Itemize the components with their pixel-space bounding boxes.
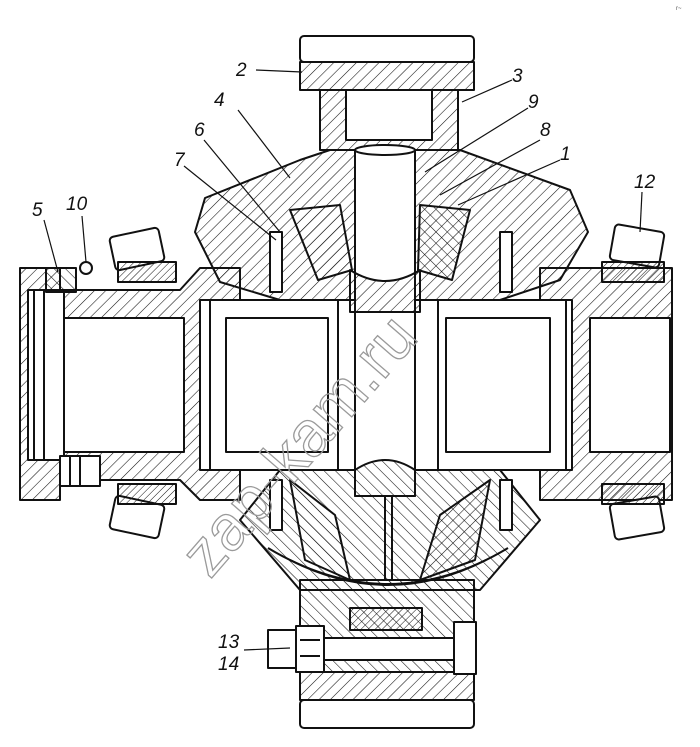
adjusting-nut — [45, 261, 101, 487]
callout-9: 9 — [528, 92, 539, 113]
left-hub — [19, 267, 241, 501]
thrust-washers — [269, 231, 513, 531]
satellite-gears — [289, 204, 491, 581]
callout-7: 7 — [174, 150, 186, 171]
cross-pin — [349, 144, 421, 580]
right-hub — [539, 267, 673, 501]
ring-gear-top — [299, 35, 475, 151]
callout-14: 14 — [218, 654, 239, 675]
callout-3: 3 — [512, 66, 523, 87]
bearings — [108, 223, 666, 541]
corner-mark: r~ — [676, 6, 682, 12]
callout-12: 12 — [634, 172, 656, 193]
callout-13: 13 — [218, 632, 240, 653]
drawing-body — [19, 35, 673, 729]
callout-4: 4 — [214, 90, 225, 111]
callout-labels: 2 3 4 9 6 8 7 1 5 10 12 13 14 — [32, 60, 656, 675]
callout-6: 6 — [194, 120, 205, 141]
bolt-assembly — [267, 621, 477, 675]
callout-8: 8 — [540, 120, 551, 141]
internal-cavities — [209, 299, 567, 471]
callout-1: 1 — [560, 144, 571, 165]
callout-2: 2 — [235, 60, 247, 81]
callout-10: 10 — [66, 194, 88, 215]
leader-lines — [43, 69, 643, 651]
callout-5: 5 — [32, 200, 43, 221]
